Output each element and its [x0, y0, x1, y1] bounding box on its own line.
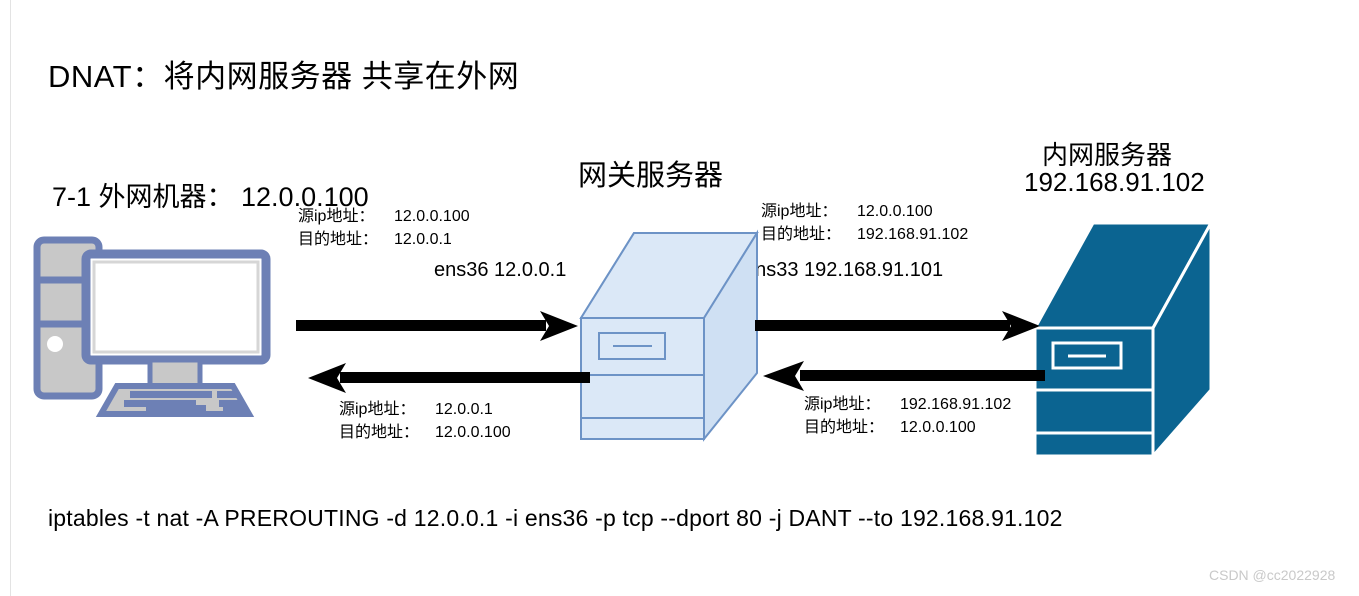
- gateway-title: 网关服务器: [578, 160, 724, 192]
- gateway-iface-ens36-label: ens36 12.0.0.1: [434, 259, 567, 281]
- iptables-command: iptables -t nat -A PREROUTING -d 12.0.0.…: [48, 505, 1063, 531]
- arrow-inbound-right: [763, 361, 1045, 391]
- packet-src-key: 源ip地址：: [339, 401, 416, 418]
- internal-server-icon: [1032, 221, 1214, 460]
- internal-server-title: 内网服务器: [1042, 140, 1173, 170]
- packet-src-key: 源ip地址：: [298, 208, 375, 225]
- packet-dst-value: 12.0.0.100: [435, 424, 511, 441]
- packet-src-value: 12.0.0.100: [394, 208, 470, 225]
- packet-dst-key: 目的地址：: [761, 226, 842, 243]
- page-title: DNAT：将内网服务器 共享在外网: [48, 59, 520, 94]
- packet-dst-key: 目的地址：: [804, 419, 885, 436]
- desktop-pc-icon: [33, 236, 271, 417]
- packet-label-outbound-left: 源ip地址： 12.0.0.100 目的地址： 12.0.0.1: [298, 205, 470, 251]
- packet-src-value: 12.0.0.1: [435, 401, 493, 418]
- packet-label-inbound-left: 源ip地址： 12.0.0.1 目的地址： 12.0.0.100: [339, 398, 511, 444]
- packet-dst-key: 目的地址：: [339, 424, 420, 441]
- packet-label-outbound-right: 源ip地址： 12.0.0.100 目的地址： 192.168.91.102: [761, 200, 968, 246]
- left-edge-rule: [10, 0, 11, 596]
- internal-server-ip: 192.168.91.102: [1024, 167, 1205, 197]
- arrow-inbound-left: [308, 363, 590, 393]
- packet-dst-value: 192.168.91.102: [857, 226, 969, 243]
- external-machine-label: 7-1 外网机器： 12.0.0.100: [52, 182, 369, 212]
- packet-label-inbound-right: 源ip地址： 192.168.91.102 目的地址： 12.0.0.100: [804, 393, 1011, 439]
- arrow-outbound-right: [755, 311, 1040, 341]
- packet-src-value: 192.168.91.102: [900, 396, 1012, 413]
- packet-dst-key: 目的地址：: [298, 231, 379, 248]
- gateway-iface-ens33-label: ens33 192.168.91.101: [744, 259, 944, 281]
- watermark: CSDN @cc2022928: [1209, 567, 1336, 583]
- packet-src-key: 源ip地址：: [804, 396, 881, 413]
- packet-dst-value: 12.0.0.100: [900, 419, 976, 436]
- packet-dst-value: 12.0.0.1: [394, 231, 452, 248]
- packet-src-value: 12.0.0.100: [857, 203, 933, 220]
- arrow-outbound-left: [296, 311, 578, 341]
- gateway-server-icon: [579, 229, 759, 442]
- packet-src-key: 源ip地址：: [761, 203, 838, 220]
